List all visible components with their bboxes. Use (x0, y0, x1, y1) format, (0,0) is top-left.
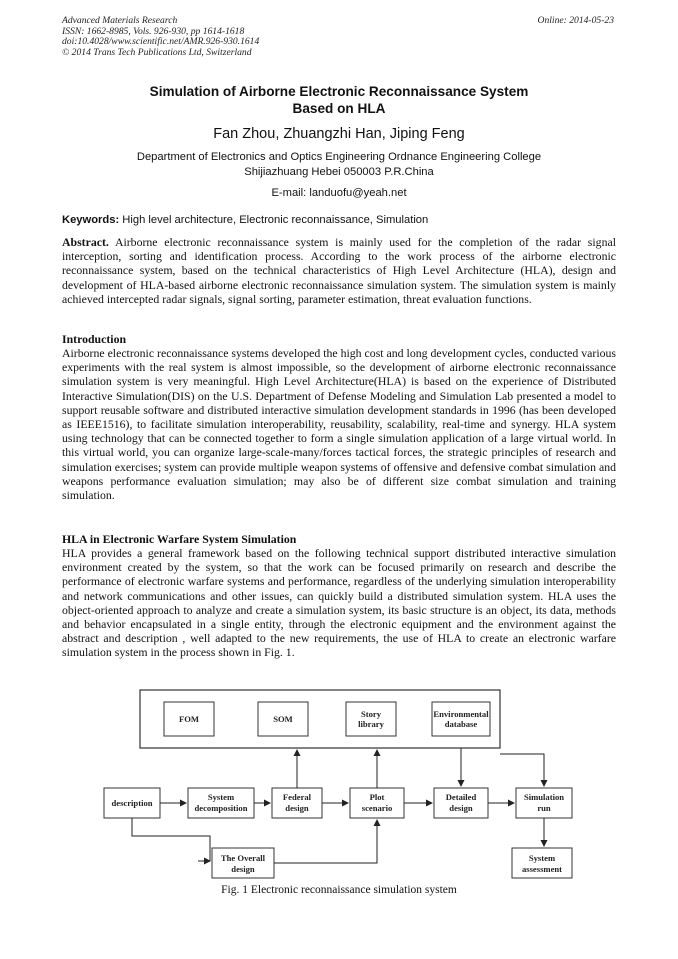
som-label: SOM (273, 714, 293, 724)
plot-label-1: Plot (370, 792, 385, 802)
journal-name: Advanced Materials Research (62, 15, 178, 26)
author-list: Fan Zhou, Zhuangzhi Han, Jiping Feng (213, 126, 465, 142)
fom-box (163, 701, 215, 737)
abstract-label: Abstract. (62, 235, 109, 249)
online-date: Online: 2014-05-23 (537, 15, 614, 26)
som-box (257, 701, 309, 737)
federal-label-1: Federal (283, 792, 312, 802)
affiliation-line-1: Department of Electronics and Optics Eng… (136, 151, 542, 163)
affiliation-line-2: Shijiazhuang Hebei 050003 P.R.China (244, 165, 434, 178)
issn-line: ISSN: 1662-8985, Vols. 926-930, pp 1614-… (62, 25, 245, 37)
flow-arrows (131, 748, 548, 865)
story-library-box (345, 701, 397, 737)
env-label-1: Environmental (433, 709, 489, 719)
paper-title: Simulation of Airborne Electronic Reconn… (62, 83, 616, 117)
doi-line[interactable]: doi:10.4028/www.scientific.net/AMR.926-9… (62, 36, 260, 48)
journal-header: Advanced Materials Research ISSN: 1662-8… (62, 15, 260, 58)
hla-section-body: HLA provides a general framework based o… (62, 546, 616, 660)
plot-label-2: scenario (362, 803, 393, 813)
sysdecomp-label-1: System (208, 792, 235, 802)
introduction-paragraph: Airborne electronic reconnaissance syste… (62, 346, 616, 503)
keywords-text: High level architecture, Electronic reco… (119, 214, 429, 226)
overall-label-2: design (231, 864, 255, 874)
federal-label-2: design (285, 803, 309, 813)
abstract: Abstract. Airborne electronic reconnaiss… (62, 235, 616, 306)
flow-diagram: FOM SOM Story library Environmental data… (103, 689, 573, 879)
introduction-heading: Introduction (62, 332, 127, 346)
story-label-1: Story (361, 709, 382, 719)
hla-section-heading: HLA in Electronic Warfare System Simulat… (62, 532, 297, 546)
keywords-label: Keywords: (62, 214, 120, 226)
environmental-database-box (431, 701, 491, 737)
detailed-label-1: Detailed (446, 792, 477, 802)
sysdecomp-label-2: decomposition (195, 803, 248, 813)
detailed-label-2: design (449, 803, 473, 813)
author-email[interactable]: E-mail: landuofu@yeah.net (271, 187, 407, 199)
introduction-body: Airborne electronic reconnaissance syste… (62, 346, 616, 502)
story-label-2: library (358, 719, 384, 729)
fom-label: FOM (179, 714, 199, 724)
title-line-2: Based on HLA (292, 101, 386, 116)
simrun-label-1: Simulation (524, 792, 564, 802)
framework-box (139, 689, 501, 749)
overall-label-1: The Overall (221, 853, 266, 863)
title-line-1: Simulation of Airborne Electronic Reconn… (149, 84, 529, 99)
keywords: Keywords: High level architecture, Elect… (62, 213, 616, 227)
figure-1: FOM SOM Story library Environmental data… (100, 688, 580, 888)
abstract-text: Airborne electronic reconnaissance syste… (62, 235, 616, 306)
description-label: description (111, 798, 152, 808)
simrun-label-2: run (537, 803, 551, 813)
affiliation: Department of Electronics and Optics Eng… (62, 150, 616, 179)
figure-caption: Fig. 1 Electronic reconnaissance simulat… (221, 884, 457, 896)
env-label-2: database (445, 719, 478, 729)
copyright-line: © 2014 Trans Tech Publications Ltd, Swit… (62, 46, 252, 58)
system-assessment-box (511, 847, 573, 879)
hla-paragraph: HLA provides a general framework based o… (62, 546, 616, 660)
assess-label-1: System (529, 853, 556, 863)
assess-label-2: assessment (522, 864, 562, 874)
